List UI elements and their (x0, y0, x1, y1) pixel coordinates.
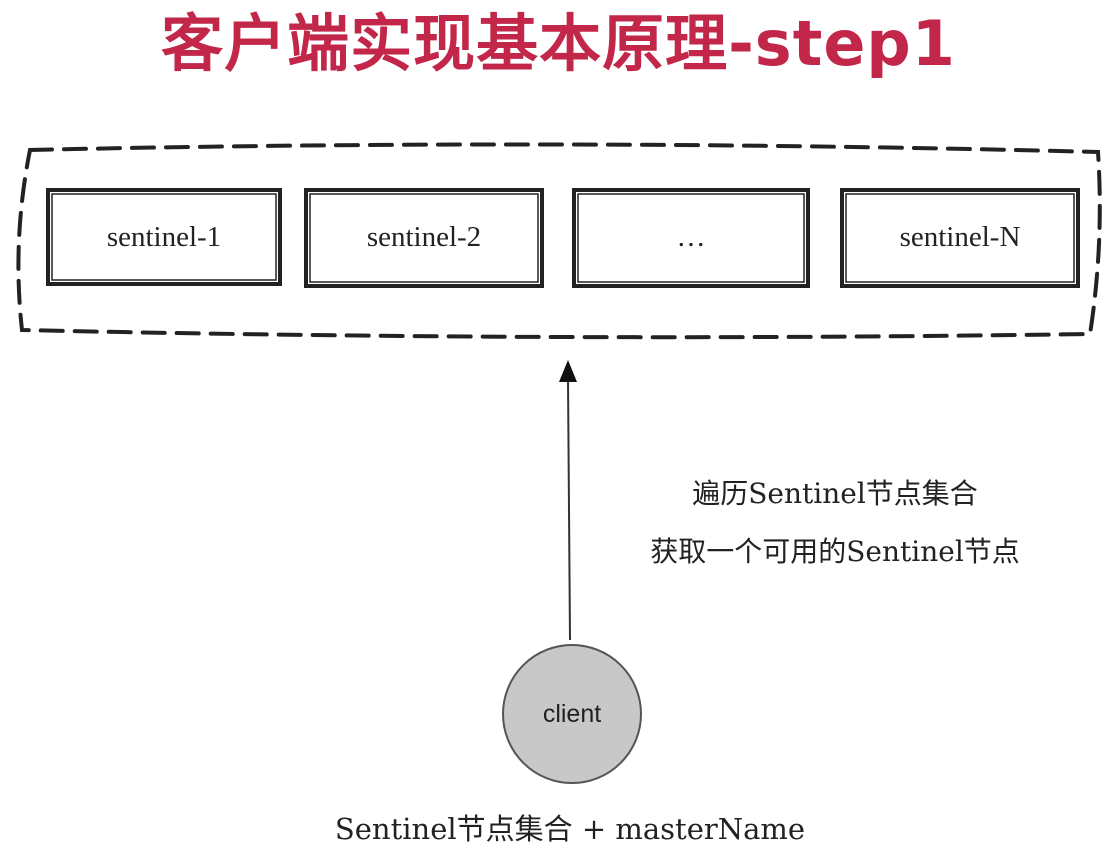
sentinel-n-label: sentinel-N (899, 221, 1021, 253)
footer-caption: Sentinel节点集合 + masterName (334, 812, 806, 846)
arrow-head (559, 360, 577, 382)
sentinel-box-2 (304, 188, 544, 288)
client-node (502, 644, 642, 784)
sentinel-group-border (16, 142, 1102, 340)
client-label: client (542, 700, 602, 728)
annotation-line2: 获取一个可用的Sentinel节点 (650, 535, 1020, 568)
sentinel-ellipsis-label: … (676, 221, 706, 253)
page-title: 客户端实现基本原理-step1 (161, 7, 956, 80)
sentinel-box-1 (46, 188, 282, 286)
sentinel-2-label: sentinel-2 (366, 221, 482, 253)
sentinel-box-ellipsis (572, 188, 810, 288)
sentinel-1-label: sentinel-1 (106, 221, 222, 253)
arrow-line (567, 379, 571, 641)
sentinel-box-n (840, 188, 1080, 288)
annotation-line1: 遍历Sentinel节点集合 (692, 477, 978, 510)
